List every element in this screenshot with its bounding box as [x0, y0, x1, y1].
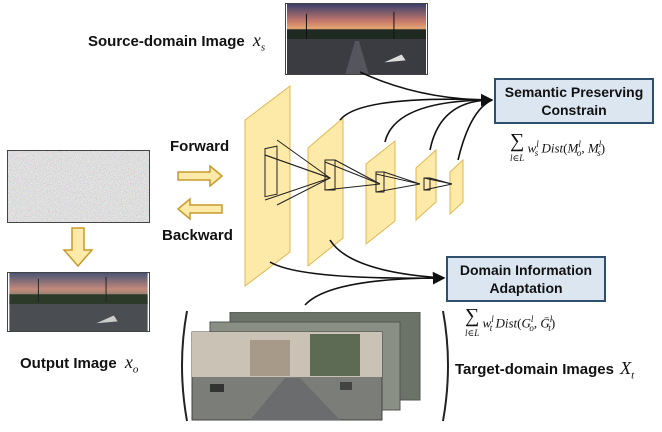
domain-box-line2: Adaptation — [489, 280, 563, 296]
domain-adaptation-box: Domain Information Adaptation — [446, 256, 606, 302]
source-label: Source-domain Image xs — [88, 30, 266, 54]
target-label: Target-domain Images Xt — [455, 358, 635, 382]
down-arrow — [62, 227, 94, 268]
output-label: Output Image xo — [20, 352, 139, 376]
forward-label: Forward — [170, 138, 230, 155]
conv-layer-4 — [415, 148, 437, 222]
forward-arrow — [177, 164, 224, 188]
semantic-formula: ∑l∈L wls Dist(Mlo, Mls) — [510, 130, 606, 163]
semantic-preserving-box: Semantic Preserving Constrain — [494, 78, 654, 124]
noise-image — [7, 150, 150, 223]
output-image — [7, 272, 150, 332]
domain-box-line1: Domain Information — [459, 262, 593, 278]
semantic-box-line1: Semantic Preserving — [504, 84, 644, 100]
conv-layer-5 — [449, 158, 464, 216]
semantic-box-line2: Constrain — [541, 102, 607, 118]
conv-layer-1 — [244, 84, 291, 288]
conv-layer-2 — [307, 116, 344, 268]
target-brackets — [181, 310, 449, 422]
domain-formula: ∑l∈L wlt Dist(Glo, Ḡlt) — [465, 305, 556, 338]
source-image — [285, 3, 428, 75]
target-images — [191, 312, 421, 421]
backward-label: Backward — [162, 227, 233, 244]
backward-arrow — [176, 197, 223, 221]
